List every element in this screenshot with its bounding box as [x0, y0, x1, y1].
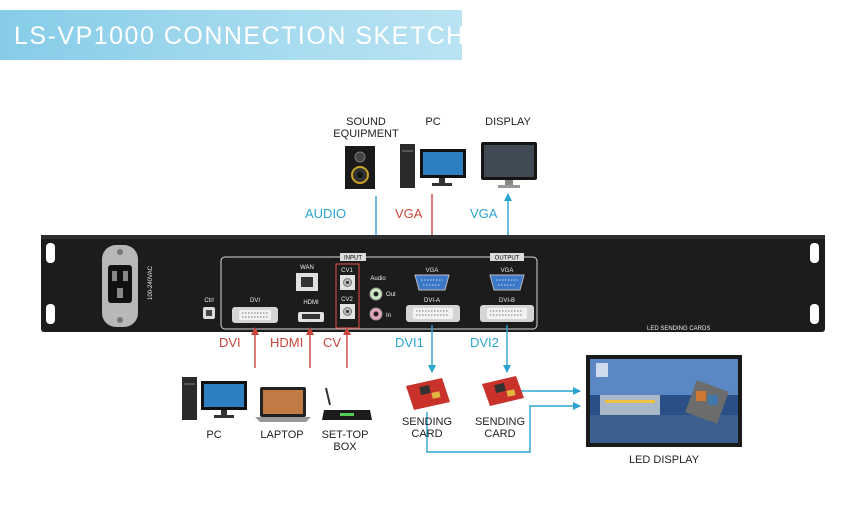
- display-label: DISPLAY: [485, 116, 531, 128]
- dvi-port-label: DVI: [250, 298, 260, 304]
- pc-icon-top: [400, 144, 466, 188]
- vga-in-port-label: VGA: [426, 268, 439, 274]
- ctrl-port: [203, 307, 215, 319]
- pc-top-label: PC: [425, 116, 440, 128]
- output-section-label: OUTPUT: [495, 256, 520, 262]
- wan-label: WAN: [300, 265, 314, 271]
- output-section-tag: [490, 253, 524, 261]
- sending-card-1-label-line2: CARD: [411, 428, 442, 440]
- audio-port-label: Audio: [370, 276, 386, 282]
- audio-link-label: AUDIO: [305, 206, 346, 221]
- sending-card-2-label-line1: SENDING: [475, 416, 525, 428]
- monitor-icon: [481, 142, 537, 188]
- sending-card-1-icon: [406, 378, 450, 410]
- hdmi-link-label: HDMI: [270, 335, 303, 350]
- set-top-box-label-line2: BOX: [333, 441, 357, 453]
- power-inlet: [102, 245, 138, 327]
- dvi1-link-label: DVI1: [395, 335, 424, 350]
- dvi-input-port: [232, 307, 278, 323]
- audio-out-jack: [369, 287, 383, 301]
- vga-out-port-label: VGA: [501, 268, 514, 274]
- cv2-label: CV2: [341, 297, 353, 303]
- page-title: LS-VP1000 CONNECTION SKETCH: [14, 22, 466, 50]
- audio-out-label: Out: [386, 292, 396, 298]
- cv2-port: [340, 304, 355, 319]
- laptop-icon: [255, 387, 311, 422]
- led-sending-cards-label: LED SENDING CARDS: [647, 326, 710, 332]
- cv1-label: CV1: [341, 268, 353, 274]
- sound-equipment-label-line2: EQUIPMENT: [333, 128, 399, 140]
- title-banner: LS-VP1000 CONNECTION SKETCH: [0, 10, 464, 60]
- ctrl-label: Ctrl: [204, 298, 213, 304]
- led-display-label: LED DISPLAY: [629, 454, 700, 466]
- dvi2-link-label: DVI2: [470, 335, 499, 350]
- power-voltage-label: 100-240VAC: [148, 265, 154, 300]
- cv1-port: [340, 275, 355, 290]
- audio-in-jack: [369, 307, 383, 321]
- laptop-label: LAPTOP: [260, 429, 303, 441]
- sending-card-2-label-line2: CARD: [484, 428, 515, 440]
- vga-in-port: [414, 274, 450, 291]
- pc-bottom-label: PC: [206, 429, 221, 441]
- led-display-screen: [586, 355, 742, 447]
- sound-equipment-label-line1: SOUND: [346, 116, 386, 128]
- dvi-a-port: [406, 305, 460, 322]
- dvi-b-port: [480, 305, 534, 322]
- audio-in-label: In: [386, 313, 391, 319]
- speaker-icon: [345, 146, 375, 189]
- pc-icon-bottom: [182, 377, 247, 420]
- vga-out-port: [489, 274, 525, 291]
- vga-out-link-label: VGA: [470, 206, 498, 221]
- wan-port: [296, 273, 318, 291]
- hdmi-port: [298, 312, 324, 322]
- hdmi-port-label: HDMI: [303, 300, 319, 306]
- sending-card-1-label-line1: SENDING: [402, 416, 452, 428]
- dvi-b-label: DVI-B: [499, 298, 515, 304]
- dvi-a-label: DVI-A: [424, 298, 440, 304]
- input-section-tag: [340, 253, 366, 261]
- io-panel-outline: [220, 256, 538, 330]
- input-section-label: INPUT: [344, 256, 362, 262]
- set-top-box-label-line1: SET-TOP: [322, 429, 369, 441]
- card1-to-led-line: [426, 402, 581, 453]
- vga-in-link-label: VGA: [395, 206, 423, 221]
- dvi-link-label: DVI: [219, 335, 241, 350]
- sending-card-2-icon: [482, 376, 524, 406]
- cv-link-label: CV: [323, 335, 341, 350]
- set-top-box-icon: [322, 387, 372, 420]
